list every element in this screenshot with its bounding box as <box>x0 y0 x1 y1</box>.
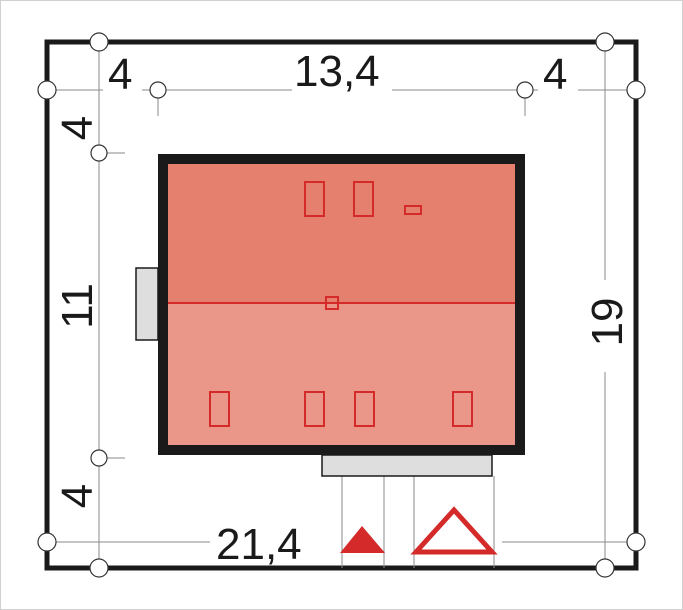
house-roof <box>158 154 525 455</box>
roof-vent <box>404 205 422 215</box>
dim-bottom-setback: 4 <box>53 484 102 508</box>
house-wall-outline <box>158 154 525 455</box>
roof-upper-slope <box>164 160 519 303</box>
side-annex <box>135 267 159 341</box>
dim-top-setback: 4 <box>53 116 102 140</box>
outline-triangle-icon <box>410 506 498 555</box>
roof-window <box>304 181 325 217</box>
dim-right-setback: 4 <box>543 50 567 99</box>
roof-window <box>209 391 230 427</box>
chimney <box>325 296 339 310</box>
roof-window <box>304 391 325 427</box>
roof-window <box>354 391 375 427</box>
roof-windows <box>209 181 473 427</box>
roof-lower-slope <box>164 303 519 449</box>
roof-window <box>452 391 473 427</box>
front-terrace <box>321 454 493 477</box>
filled-triangle-icon <box>340 526 385 553</box>
dim-house-width: 13,4 <box>294 47 380 96</box>
dim-plot-depth: 19 <box>583 298 632 347</box>
dim-plot-width: 21,4 <box>216 520 302 569</box>
dim-house-depth: 11 <box>53 283 102 329</box>
dimension-nodes <box>37 32 646 578</box>
dim-left-setback: 4 <box>108 50 132 99</box>
roof-window <box>353 181 374 217</box>
